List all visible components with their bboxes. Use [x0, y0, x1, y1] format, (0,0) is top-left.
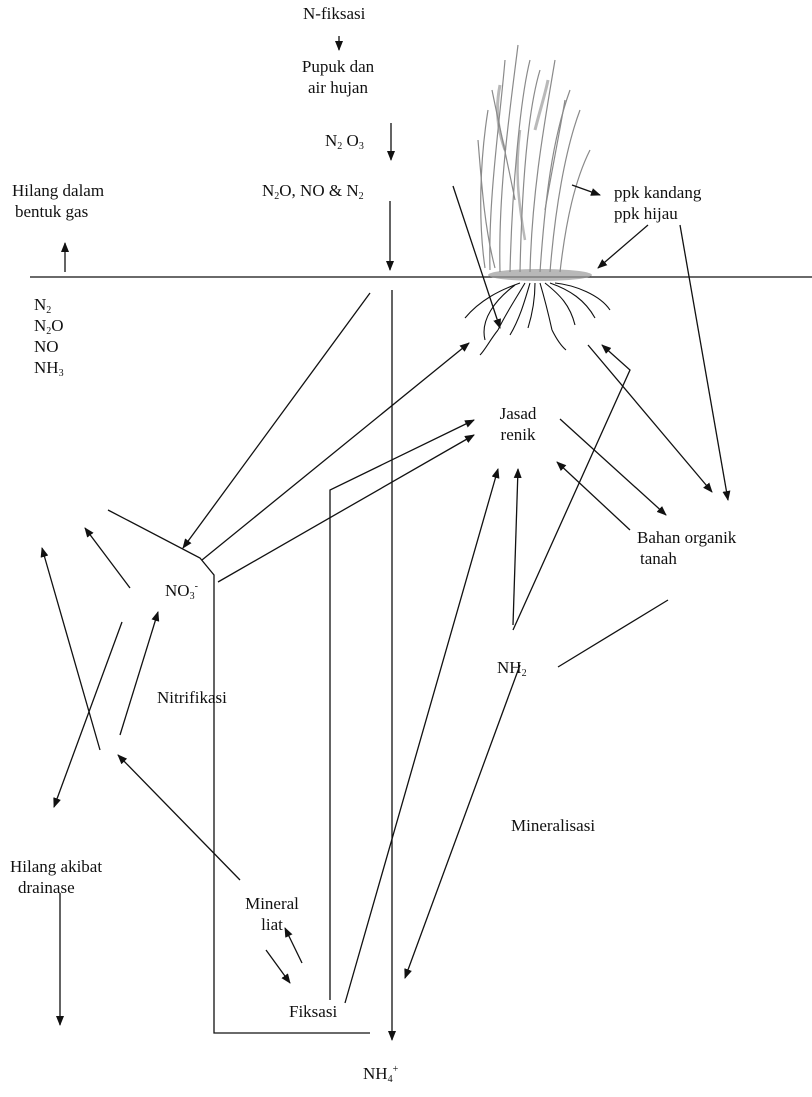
arrow-to-fiksasi — [266, 950, 290, 983]
arrow-no3-to-roots-a — [202, 343, 469, 560]
n2o3-n: N — [325, 131, 337, 150]
label-gas-n2o-no-n2: N2O, NO & N2 — [262, 180, 364, 201]
arrow-jasad-to-bahan — [560, 419, 666, 515]
mineral-line1: Mineral — [233, 893, 311, 914]
nh4-nh: NH — [363, 1064, 388, 1083]
label-nh2: NH2 — [497, 657, 527, 678]
gas-n2: N2 — [34, 294, 64, 315]
gas-n2-sub: 2 — [359, 191, 364, 202]
gas-nh3: NH3 — [34, 357, 64, 378]
label-mineral-liat: Mineral liat — [233, 893, 311, 935]
arrow-to-no3-up — [120, 612, 158, 735]
arrow-roots-to-bahan-a — [588, 345, 712, 492]
rice-plant-icon — [478, 45, 592, 281]
gas-n: N — [262, 181, 274, 200]
label-ppk: ppk kandang ppk hijau — [614, 182, 701, 224]
gas-o-no-n: O, NO & N — [279, 181, 358, 200]
jasad-line2: renik — [478, 424, 558, 445]
pupuk-line1: Pupuk dan — [283, 56, 393, 77]
bracket-no3-fiksasi — [108, 510, 370, 1033]
n2o3-o: O — [342, 131, 359, 150]
label-nitrifikasi: Nitrifikasi — [157, 687, 227, 708]
no3-sup: - — [195, 581, 198, 592]
label-gas-list: N2 N2O NO NH3 — [34, 294, 64, 378]
label-hilang-gas: Hilang dalam bentuk gas — [12, 180, 104, 222]
arrow-surface-to-no3 — [183, 293, 370, 548]
arrow-fiksasi-up-left — [118, 755, 240, 880]
line-nh2-bahan — [558, 600, 668, 667]
label-n2o3: N2 O3 — [325, 130, 364, 151]
bahan-line1: Bahan organik — [637, 527, 736, 548]
arrow-ppk-to-roots — [598, 225, 648, 268]
arrow-nh2-to-roots — [513, 345, 630, 630]
label-fiksasi: Fiksasi — [289, 1001, 337, 1022]
no3-sub: 3 — [190, 591, 195, 602]
arrow-no3-to-roots-b — [218, 435, 474, 582]
nh4-sub: 4 — [388, 1074, 393, 1085]
gas-n2o-n: N — [34, 316, 46, 335]
plant-roots — [465, 283, 610, 355]
jasad-line1: Jasad — [478, 403, 558, 424]
label-n-fiksasi: N-fiksasi — [303, 3, 365, 24]
arrow-nh2-to-nh4 — [405, 665, 520, 978]
pupuk-line2: air hujan — [283, 77, 393, 98]
fiksasi-text: Fiksasi — [289, 1002, 337, 1021]
label-mineralisasi: Mineralisasi — [511, 815, 595, 836]
arrow-fiksasi-to-jasad — [345, 469, 498, 1003]
gas-nh3-sub: 3 — [59, 368, 64, 379]
gas-n2o-o: O — [51, 316, 63, 335]
arrow-to-drainase — [54, 622, 122, 807]
nh2-nh: NH — [497, 658, 522, 677]
drainase-line1: Hilang akibat — [10, 856, 102, 877]
hilang-gas-line2: bentuk gas — [12, 201, 104, 222]
hilang-gas-line1: Hilang dalam — [12, 180, 104, 201]
gas-n2-n: N — [34, 295, 46, 314]
arrow-left-up-long — [42, 548, 100, 750]
label-nh4: NH4+ — [363, 1063, 398, 1084]
gas-nh3-nh: NH — [34, 358, 59, 377]
label-bahan-organik: Bahan organik tanah — [637, 527, 736, 569]
arrow-fiksasi-bracket-to-jasad — [330, 420, 474, 1000]
n2o3-o-sub: 3 — [359, 141, 364, 152]
arrow-nh2-to-jasad — [513, 469, 518, 625]
arrow-plant-to-ppk — [572, 185, 600, 195]
n-fiksasi-text: N-fiksasi — [303, 4, 365, 23]
label-jasad-renik: Jasad renik — [478, 403, 558, 445]
arrow-no3-up-left — [85, 528, 130, 588]
mineral-line2: liat — [233, 914, 311, 935]
ppk-hijau: ppk hijau — [614, 203, 701, 224]
label-no3: NO3- — [165, 580, 198, 601]
label-pupuk-air-hujan: Pupuk dan air hujan — [283, 56, 393, 98]
bahan-line2: tanah — [637, 548, 736, 569]
gas-no: NO — [34, 336, 64, 357]
mineralisasi-text: Mineralisasi — [511, 816, 595, 835]
label-hilang-drainase: Hilang akibat drainase — [10, 856, 102, 898]
nitrifikasi-text: Nitrifikasi — [157, 688, 227, 707]
nh4-sup: + — [393, 1064, 399, 1075]
gas-n2o: N2O — [34, 315, 64, 336]
drainase-line2: drainase — [10, 877, 102, 898]
no3-no: NO — [165, 581, 190, 600]
ppk-kandang: ppk kandang — [614, 182, 701, 203]
nh2-sub: 2 — [522, 668, 527, 679]
arrow-ppk-to-bahan — [680, 225, 728, 500]
